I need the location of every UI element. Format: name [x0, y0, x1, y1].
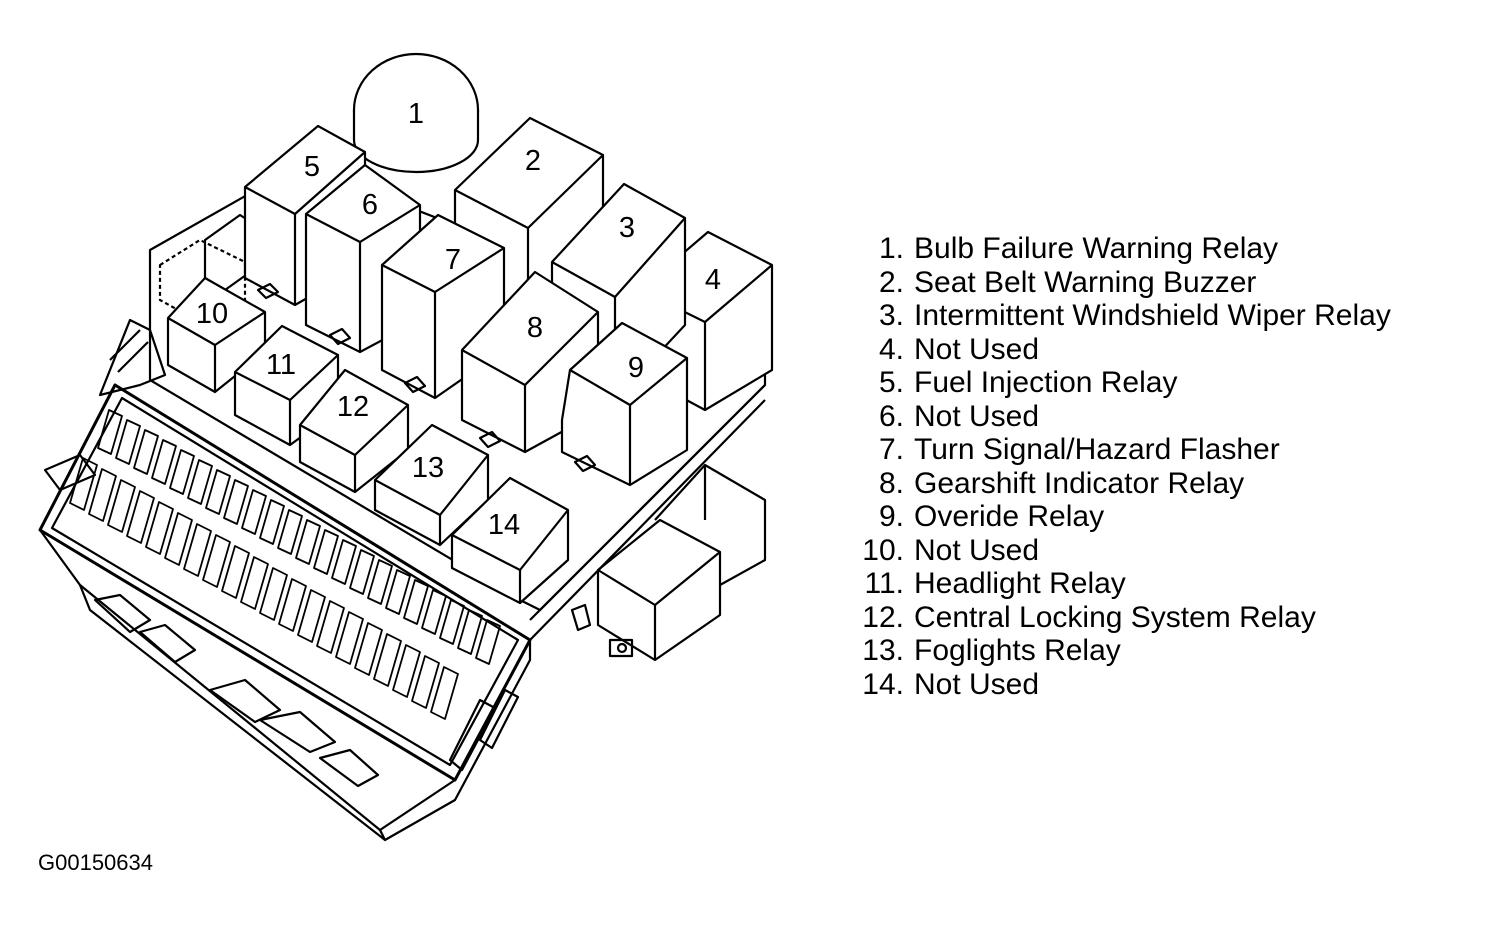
legend-item-number: 14. [862, 667, 904, 701]
legend-item-number: 13. [862, 634, 904, 667]
relay-label-10: 10 [196, 298, 228, 330]
legend-item-label: Foglights Relay [914, 634, 1121, 667]
relay-1 [352, 52, 480, 174]
relay-label-11: 11 [266, 349, 296, 381]
legend-item-label: Not Used [914, 533, 1040, 567]
legend-item: 1. Bulb Failure Warning Relay [836, 232, 1486, 266]
relay-label-5: 5 [304, 151, 320, 183]
legend-item-label: Headlight Relay [914, 567, 1126, 600]
relay-label-3: 3 [619, 212, 635, 244]
relay-panel-diagram: 1 2 3 4 5 6 7 8 9 10 11 12 13 14 [38, 52, 774, 842]
legend-item-label: Turn Signal/Hazard Flasher [914, 433, 1280, 466]
legend-item-label: Fuel Injection Relay [914, 366, 1178, 399]
legend-item-label: Seat Belt Warning Buzzer [914, 265, 1257, 299]
legend-item: 10. Not Used [836, 534, 1486, 568]
figure-id: G00150634 [38, 850, 153, 875]
legend-item-number: 2. [878, 265, 904, 299]
relay-label-12: 12 [337, 391, 369, 423]
legend-item: 3. Intermittent Windshield Wiper Relay [836, 299, 1486, 333]
legend-item-label: Overide Relay [914, 500, 1105, 533]
legend-item-label: Central Locking System Relay [914, 600, 1316, 634]
relay-label-14: 14 [488, 509, 520, 541]
relay-12 [298, 368, 410, 494]
legend-item: 8. Gearshift Indicator Relay [836, 467, 1486, 501]
relay-label-1: 1 [408, 98, 424, 130]
relay-label-4: 4 [705, 264, 721, 296]
relay-13 [373, 423, 490, 547]
legend-item-number: 9. [878, 500, 904, 533]
legend-item: 13. Foglights Relay [836, 634, 1486, 668]
legend-item: 5. Fuel Injection Relay [836, 366, 1486, 400]
legend-item: 6. Not Used [836, 400, 1486, 434]
component-legend: 1. Bulb Failure Warning Relay 2. Seat Belt… [836, 232, 1486, 701]
legend-item-number: 12. [862, 600, 904, 634]
legend-item-number: 3. [878, 299, 904, 332]
legend-item: 12. Central Locking System Relay [836, 601, 1486, 635]
legend-item-number: 6. [878, 399, 904, 433]
relay-label-9: 9 [628, 352, 644, 384]
relay-label-2: 2 [525, 145, 541, 177]
fuse-slots [69, 409, 501, 720]
legend-item-number: 11. [864, 567, 905, 600]
legend-item: 14. Not Used [836, 668, 1486, 702]
legend-item-number: 10. [862, 533, 904, 567]
relay-label-13: 13 [412, 452, 444, 484]
legend-item: 2. Seat Belt Warning Buzzer [836, 266, 1486, 300]
legend-item: 9. Overide Relay [836, 500, 1486, 534]
legend-item-number: 1. [878, 232, 904, 265]
legend-item-number: 4. [878, 332, 904, 366]
relay-label-8: 8 [527, 312, 543, 344]
legend-item-label: Not Used [914, 332, 1040, 366]
legend-item-label: Gearshift Indicator Relay [914, 466, 1245, 500]
legend-item-number: 8. [878, 466, 904, 500]
relay-label-7: 7 [445, 244, 461, 276]
legend-item-label: Bulb Failure Warning Relay [914, 232, 1279, 265]
relay-9 [560, 321, 689, 487]
legend-item-label: Not Used [914, 399, 1040, 433]
legend-item-label: Intermittent Windshield Wiper Relay [914, 299, 1391, 332]
relay-14 [450, 476, 570, 605]
legend-item: 11. Headlight Relay [836, 567, 1486, 601]
legend-item-number: 5. [878, 366, 904, 399]
relay-label-6: 6 [362, 189, 378, 221]
legend-item-number: 7. [878, 433, 904, 466]
legend-item-label: Not Used [914, 667, 1040, 701]
legend-item: 7. Turn Signal/Hazard Flasher [836, 433, 1486, 467]
legend-item: 4. Not Used [836, 333, 1486, 367]
